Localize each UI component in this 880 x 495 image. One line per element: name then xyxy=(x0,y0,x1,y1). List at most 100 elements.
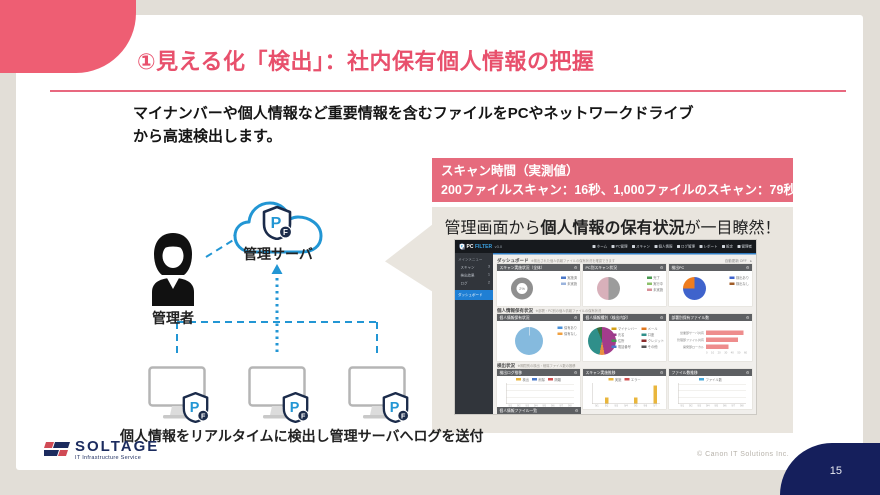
axis-tick-label: 9/8 xyxy=(740,404,744,408)
axis-tick-label: 0 xyxy=(706,351,708,355)
axis-tick-label: 9/2 xyxy=(604,404,609,408)
axis-tick-label: 9/1 xyxy=(595,404,599,408)
card-title: 個人情報ファイル一覧 xyxy=(499,408,538,413)
axis-tick-label: 50 xyxy=(737,351,741,355)
gear-icon: ⚙ xyxy=(659,370,664,375)
dashboard-content: ダッシュボード ※検出された個人情報ファイルの保有状況を確認できます 自動更新 … xyxy=(493,253,756,414)
card-header: 検出ログ推移⚙ xyxy=(497,369,580,376)
nav-item-label: ログ管理 xyxy=(681,245,695,249)
vbar-slot xyxy=(612,383,622,404)
nav-item: ログ管理 xyxy=(677,244,695,249)
hbar-row: 営業部サーバ共有 xyxy=(674,330,747,335)
card-title: PC別スキャン状況 xyxy=(585,265,617,270)
legend-label: 検出 xyxy=(522,378,530,382)
gear-icon: ⚙ xyxy=(745,315,750,320)
logo-text-filter: FILTER xyxy=(474,243,493,250)
nav-item: 管理者 xyxy=(737,244,753,249)
chart-legend: マイナンバー氏名住所電話番号メール口座クレジットその他 xyxy=(611,326,664,350)
chart-legend: 検出削除隔離 xyxy=(500,378,577,383)
legend-swatch xyxy=(611,345,617,348)
card-title: スキャン実施推移 xyxy=(585,370,616,375)
nav-item-label: ホーム xyxy=(596,245,608,249)
hbar-row: 管理部ファイル共有 xyxy=(674,337,747,342)
legend-label: 口座 xyxy=(647,333,655,338)
card-header: 個人情報保有状況⚙ xyxy=(497,314,580,321)
title-divider xyxy=(50,90,846,92)
panel-caption: 管理画面から個人情報の保有状況が一目瞭然！ xyxy=(432,214,793,238)
chart-legend: 保有あり保有なし xyxy=(557,325,577,337)
hbar-track xyxy=(706,337,747,342)
legend-label: ファイル数 xyxy=(705,378,722,382)
axis-tick-label: 9/6 xyxy=(723,404,727,408)
legend-item: 未実施 xyxy=(646,287,663,292)
nav-item: 個人情報 xyxy=(654,244,673,249)
hbar-row: 開発部ローカル xyxy=(674,344,747,349)
chart-legend: 実施済未実施 xyxy=(560,275,577,287)
card-header: 部署別保有ファイル数⚙ xyxy=(669,314,752,321)
legend-label: 実施済 xyxy=(567,276,577,281)
chart-legend: 完了実行中未実施 xyxy=(646,275,663,293)
slide-title: ①見える化「検出」：社内保有個人情報の把握 xyxy=(137,49,595,74)
line-chart-plot xyxy=(506,383,574,404)
soltage-mark-icon xyxy=(44,442,70,456)
card-body: 2% 実施済未実施 xyxy=(497,271,580,306)
section-title: ダッシュボード xyxy=(497,258,529,263)
section-header-2: 個人情報保有状況 ※部署・PC別の個人情報ファイルの保有状況 xyxy=(497,307,752,313)
legend-item: 電話番号 xyxy=(611,344,637,349)
nav-item-label: 管理者 xyxy=(741,245,753,249)
axis-tick-label: 20 xyxy=(717,351,721,355)
gear-icon: ⚙ xyxy=(745,265,750,270)
legend-swatch xyxy=(646,276,652,279)
nav-item: スキャン xyxy=(632,244,650,249)
legend-item: 検出 xyxy=(516,377,529,382)
card-detected-pc: 検出PC⚙ 検出あり検出なし xyxy=(669,264,752,306)
sidebar-item-label: 検出結果 xyxy=(460,274,475,278)
pie-chart xyxy=(597,277,620,300)
card-title: 検出PC xyxy=(671,265,685,270)
legend-label: その他 xyxy=(647,345,658,350)
gear-icon: ⚙ xyxy=(574,408,579,413)
card-header: ファイル数推移⚙ xyxy=(669,369,752,376)
axis-tick-label: 9/3 xyxy=(614,404,619,408)
logo-text: SOLTAGE IT Infrastructure Service xyxy=(75,439,159,462)
pie-chart xyxy=(683,277,706,300)
legend-swatch xyxy=(611,339,617,342)
nav-item-label: スキャン xyxy=(636,245,650,249)
legend-label: 削除 xyxy=(538,378,546,382)
vbar-bar xyxy=(634,397,638,404)
body-line-1: マイナンバーや個人情報など重要情報を含むファイルをPCやネットワークドライブ xyxy=(133,105,694,122)
vbar-bar xyxy=(605,397,609,404)
legend-swatch xyxy=(532,378,537,381)
legend-item: エラー xyxy=(624,377,641,382)
sidebar-item-label: スキャン xyxy=(460,266,475,270)
donut-center-value: 2% xyxy=(519,286,525,291)
svg-text:P: P xyxy=(290,400,300,416)
gear-icon: ⚙ xyxy=(659,265,664,270)
legend-item: その他 xyxy=(641,344,664,349)
svg-text:P: P xyxy=(390,400,400,416)
card-title: 個人情報種別（検出内訳） xyxy=(585,315,631,320)
legend-label: 氏名 xyxy=(617,333,625,338)
legend-item: クレジット xyxy=(641,338,664,343)
gear-icon: ⚙ xyxy=(573,315,578,320)
line-chart-plot xyxy=(678,383,746,404)
nav-item: ホーム xyxy=(592,244,608,249)
hbar-track xyxy=(706,344,747,349)
axis-tick-label: 10 xyxy=(711,351,715,355)
axis-tick-label: 30 xyxy=(724,351,728,355)
vbar-slot xyxy=(631,383,641,404)
legend-swatch xyxy=(557,332,563,335)
company-name: SOLTAGE xyxy=(75,438,160,455)
legend-label: マイナンバー xyxy=(617,327,638,332)
